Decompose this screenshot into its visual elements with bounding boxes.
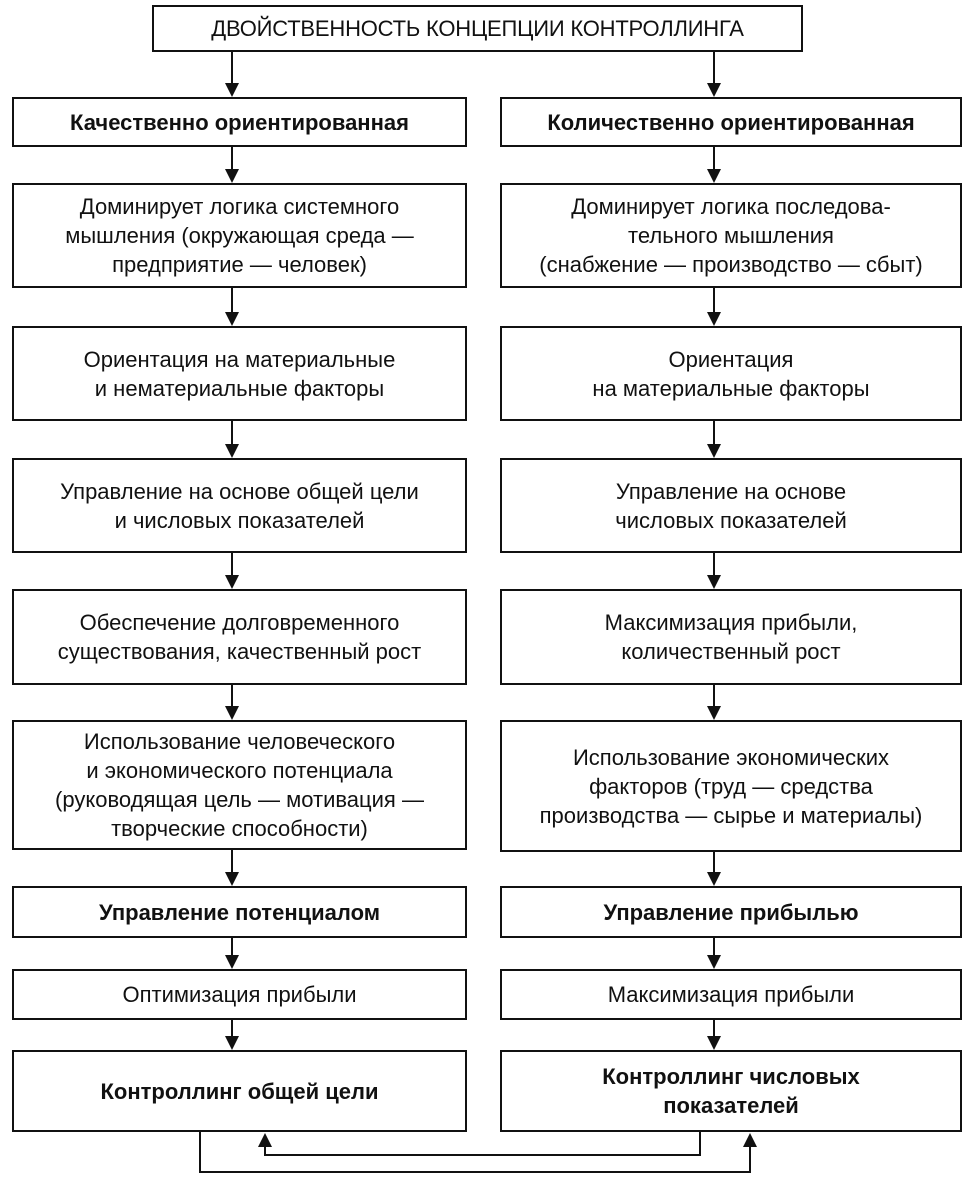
box-text-line: Качественно ориентированная [70, 109, 409, 135]
right-box-profit-maximization: Максимизация прибыли [500, 969, 962, 1020]
diagram-title-box: ДВОЙСТВЕННОСТЬ КОНЦЕПЦИИ КОНТРОЛЛИНГА [152, 5, 803, 52]
box-text-line: Ориентация на материальные [83, 346, 396, 372]
box-text-line: Управление потенциалом [99, 899, 380, 925]
box-text-line: Управление прибылью [603, 899, 859, 925]
box-text-line: Контроллинг числовых [602, 1064, 860, 1089]
loop-right-to-left-arrow [258, 1132, 701, 1156]
arrow-left-7 [225, 850, 239, 886]
box-text-line: Управление на основе общей цели [60, 478, 419, 504]
box-text-line: на материальные факторы [592, 375, 870, 401]
arrow-left-9 [225, 1020, 239, 1050]
right-box-sequential-thinking: Доминирует логика последова- тельного мы… [500, 183, 962, 288]
left-box-profit-optimization: Оптимизация прибыли [12, 969, 467, 1020]
arrow-left-4 [225, 421, 239, 458]
left-box-human-economic-potential: Использование человеческого и экономичес… [12, 720, 467, 850]
box-text-line: количественный рост [621, 639, 841, 664]
box-text-line: Управление на основе [615, 478, 847, 504]
box-text-line: Максимизация прибыли [607, 982, 855, 1007]
box-text-line: Доминирует логика системного [79, 194, 400, 219]
arrow-right-9 [707, 1020, 721, 1050]
box-text-line: тельного мышления [628, 223, 834, 248]
arrow-left-8 [225, 938, 239, 969]
right-box-material-factors: Ориентация на материальные факторы [500, 326, 962, 421]
box-text-line: (руководящая цель — мотивация — [55, 787, 424, 812]
right-box-quantitative-orientation: Количественно ориентированная [500, 97, 962, 147]
left-box-potential-management: Управление потенциалом [12, 886, 467, 938]
left-box-long-term-existence: Обеспечение долговременного существовани… [12, 589, 467, 685]
left-box-material-immaterial-factors: Ориентация на материальные и нематериаль… [12, 326, 467, 421]
left-box-system-thinking: Доминирует логика системного мышления (о… [12, 183, 467, 288]
right-box-indicators-controlling: Контроллинг числовых показателей [500, 1050, 962, 1132]
arrow-right-4 [707, 421, 721, 458]
left-box-goal-and-indicators-management: Управление на основе общей цели и числов… [12, 458, 467, 553]
box-text-line: Количественно ориентированная [547, 109, 915, 135]
left-box-goal-controlling: Контроллинг общей цели [12, 1050, 467, 1132]
box-text-line: Обеспечение долговременного [79, 610, 400, 635]
arrow-right-6 [707, 685, 721, 720]
arrow-left-2 [225, 147, 239, 183]
box-text-line: и нематериальные факторы [94, 375, 385, 401]
box-text-line: Использование человеческого [83, 729, 396, 754]
box-text-line: показателей [663, 1093, 799, 1118]
box-text-line: Максимизация прибыли, [604, 610, 858, 635]
box-text-line: Доминирует логика последова- [571, 194, 891, 219]
box-text-line: Оптимизация прибыли [122, 982, 357, 1007]
diagram-title: ДВОЙСТВЕННОСТЬ КОНЦЕПЦИИ КОНТРОЛЛИНГА [211, 16, 744, 41]
box-text-line: Контроллинг общей цели [100, 1078, 379, 1104]
arrow-right-3 [707, 288, 721, 326]
arrow-left-1 [225, 52, 239, 97]
arrow-right-2 [707, 147, 721, 183]
box-text-line: (снабжение — производство — сбыт) [539, 252, 923, 277]
arrow-left-3 [225, 288, 239, 326]
box-text-line: и экономического потенциала [86, 758, 393, 783]
box-text-line: производства — сырье и материалы) [539, 802, 923, 828]
box-text-line: числовых показателей [615, 507, 847, 533]
right-box-profit-management: Управление прибылью [500, 886, 962, 938]
loop-left-to-right-arrow [199, 1132, 757, 1173]
box-text-line: существования, качественный рост [57, 639, 422, 664]
box-text-line: и числовых показателей [114, 507, 365, 533]
arrow-right-5 [707, 553, 721, 589]
box-text-line: Использование экономических [572, 744, 890, 770]
right-box-economic-factors: Использование экономических факторов (тр… [500, 720, 962, 852]
box-text-line: предприятие — человек) [112, 252, 367, 277]
arrow-right-7 [707, 852, 721, 886]
left-box-qualitative-orientation: Качественно ориентированная [12, 97, 467, 147]
box-text-line: творческие способности) [111, 816, 368, 841]
arrow-right-1 [707, 52, 721, 97]
box-text-line: Ориентация [668, 346, 794, 372]
right-box-profit-maximization-growth: Максимизация прибыли, количественный рос… [500, 589, 962, 685]
arrow-left-5 [225, 553, 239, 589]
right-box-indicators-management: Управление на основе числовых показателе… [500, 458, 962, 553]
box-text-line: факторов (труд — средства [589, 773, 873, 799]
box-text-line: мышления (окружающая среда — [65, 223, 414, 248]
arrow-right-8 [707, 938, 721, 969]
arrow-left-6 [225, 685, 239, 720]
